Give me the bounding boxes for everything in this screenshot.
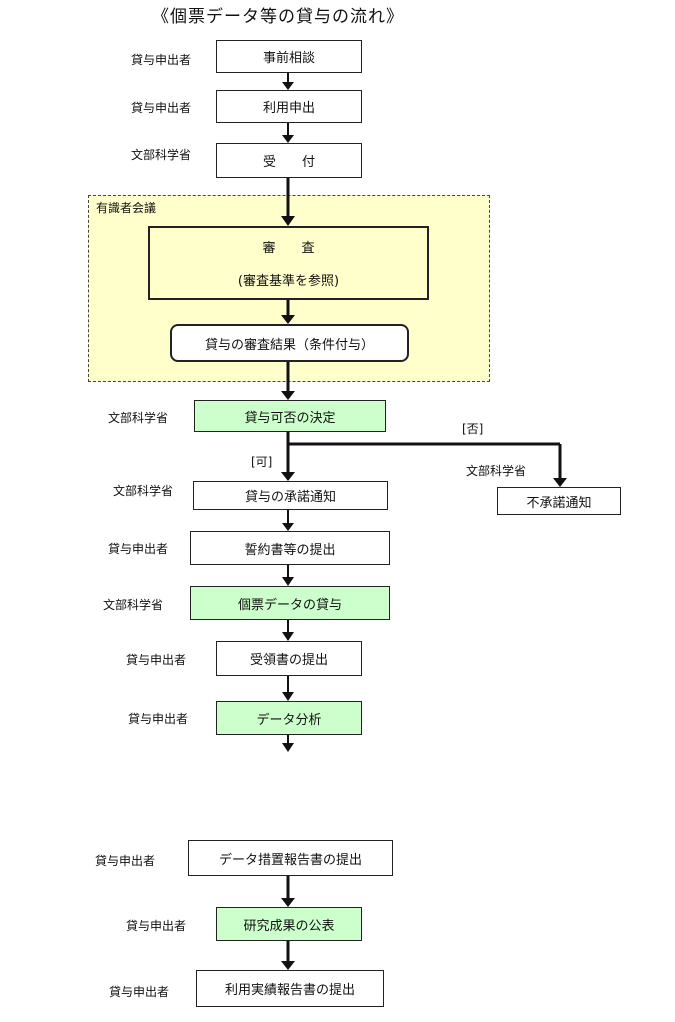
step-receipt-submission: 受領書の提出 xyxy=(216,641,362,676)
step-review-result: 貸与の審査結果（条件付与） xyxy=(170,324,409,362)
step-approval-notice: 貸与の承諾通知 xyxy=(193,481,388,510)
step-loan-decision: 貸与可否の決定 xyxy=(194,400,386,432)
review-criteria-note: (審査基準を参照) xyxy=(237,274,340,289)
step-usage-application: 利用申出 xyxy=(216,90,362,123)
step-pledge-submission: 誓約書等の提出 xyxy=(190,531,390,565)
step-data-analysis: データ分析 xyxy=(216,701,362,735)
step-data-disposal-report: データ措置報告書の提出 xyxy=(188,840,393,876)
actor-label: 貸与申出者 xyxy=(131,53,192,67)
actor-label: 貸与申出者 xyxy=(126,653,187,667)
branch-yes-label: [可] xyxy=(251,455,273,469)
step-data-loan: 個票データの貸与 xyxy=(190,586,390,620)
step-review: 審 査 (審査基準を参照) xyxy=(148,226,429,300)
branch-no-label: [否] xyxy=(462,422,484,436)
actor-label: 文部科学省 xyxy=(108,411,169,425)
actor-label: 文部科学省 xyxy=(103,598,164,612)
step-rejection-notice: 不承諾通知 xyxy=(497,487,621,515)
actor-label: 貸与申出者 xyxy=(109,985,170,999)
actor-label: 貸与申出者 xyxy=(131,101,192,115)
review-title: 審 査 xyxy=(262,241,315,256)
actor-label: 貸与申出者 xyxy=(108,542,169,556)
actor-label: 文部科学省 xyxy=(113,484,174,498)
actor-label: 文部科学省 xyxy=(131,148,192,162)
actor-label: 貸与申出者 xyxy=(95,854,156,868)
step-research-publication: 研究成果の公表 xyxy=(216,907,362,941)
actor-label: 貸与申出者 xyxy=(126,919,187,933)
actor-label: 文部科学省 xyxy=(466,464,527,478)
actor-label: 貸与申出者 xyxy=(128,712,189,726)
step-prior-consultation: 事前相談 xyxy=(216,40,362,73)
step-reception: 受 付 xyxy=(216,143,362,178)
expert-committee-label: 有識者会議 xyxy=(96,201,157,215)
diagram-title: 《個票データ等の貸与の流れ》 xyxy=(152,7,404,27)
step-usage-report: 利用実績報告書の提出 xyxy=(196,970,384,1007)
